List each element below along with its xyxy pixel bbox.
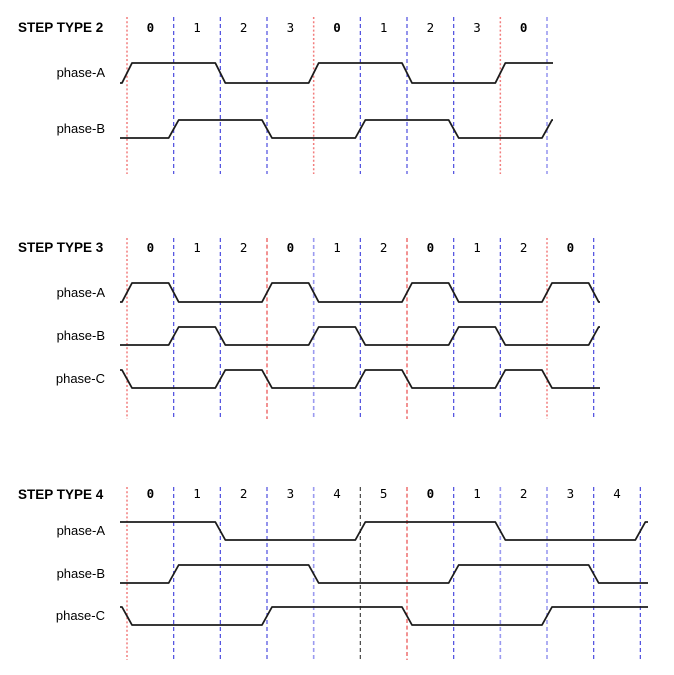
step-number-label: 0 bbox=[427, 240, 435, 255]
phase-label: phase-A bbox=[57, 285, 106, 300]
waveform-phase-B bbox=[120, 326, 600, 346]
step-number-label: 5 bbox=[380, 486, 388, 501]
waveform-phase-B bbox=[120, 119, 553, 139]
step-number-label: 4 bbox=[333, 486, 341, 501]
step-number-label: 1 bbox=[380, 20, 388, 35]
step-number-label: 4 bbox=[613, 486, 621, 501]
phase-label: phase-C bbox=[56, 371, 105, 386]
step-number-label: 0 bbox=[147, 486, 155, 501]
step-number-label: 3 bbox=[287, 20, 295, 35]
phase-label: phase-B bbox=[57, 328, 105, 343]
step-number-label: 1 bbox=[193, 240, 201, 255]
phase-label: phase-B bbox=[57, 121, 105, 136]
phase-label: phase-B bbox=[57, 566, 105, 581]
section-title: STEP TYPE 3 bbox=[18, 240, 104, 255]
step-number-label: 1 bbox=[473, 486, 481, 501]
step-number-label: 0 bbox=[333, 20, 341, 35]
section-title: STEP TYPE 2 bbox=[18, 20, 103, 35]
step-number-label: 0 bbox=[520, 20, 528, 35]
section-title: STEP TYPE 4 bbox=[18, 487, 104, 502]
step-number-label: 1 bbox=[193, 486, 201, 501]
step-number-label: 2 bbox=[427, 20, 435, 35]
step-number-label: 2 bbox=[380, 240, 388, 255]
waveform-phase-A bbox=[120, 521, 648, 541]
step-number-label: 2 bbox=[520, 486, 528, 501]
step-number-label: 1 bbox=[193, 20, 201, 35]
phase-label: phase-C bbox=[56, 608, 105, 623]
step-number-label: 0 bbox=[427, 486, 435, 501]
step-number-label: 0 bbox=[287, 240, 295, 255]
step-number-label: 1 bbox=[473, 240, 481, 255]
step-number-label: 2 bbox=[520, 240, 528, 255]
waveform-phase-C bbox=[120, 606, 648, 626]
phase-label: phase-A bbox=[57, 523, 106, 538]
step-number-label: 2 bbox=[240, 240, 248, 255]
phase-label: phase-A bbox=[57, 65, 106, 80]
step-number-label: 2 bbox=[240, 486, 248, 501]
step-number-label: 0 bbox=[567, 240, 575, 255]
step-number-label: 1 bbox=[333, 240, 341, 255]
waveform-phase-A bbox=[120, 282, 600, 303]
step-number-label: 3 bbox=[287, 486, 295, 501]
waveform-phase-C bbox=[120, 369, 600, 389]
step-number-label: 0 bbox=[147, 240, 155, 255]
step-number-label: 3 bbox=[473, 20, 481, 35]
waveform-phase-A bbox=[120, 62, 553, 84]
step-number-label: 3 bbox=[567, 486, 575, 501]
waveform-phase-B bbox=[120, 564, 648, 584]
step-number-label: 2 bbox=[240, 20, 248, 35]
step-number-label: 0 bbox=[147, 20, 155, 35]
